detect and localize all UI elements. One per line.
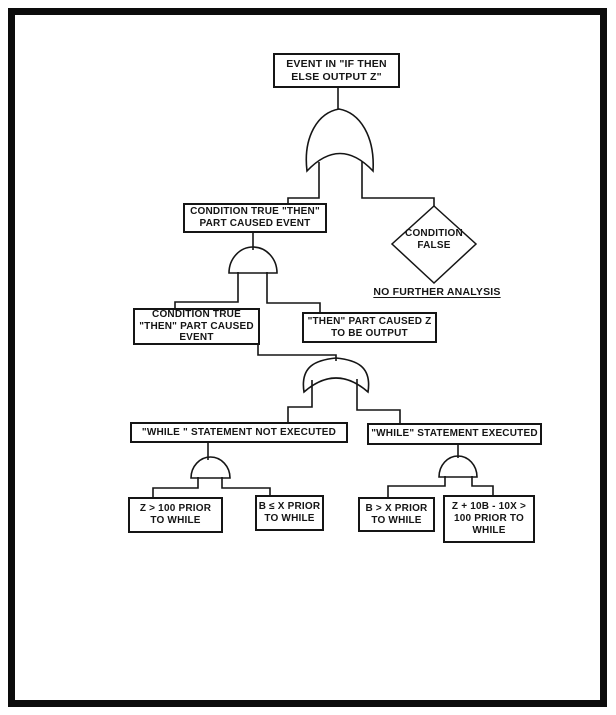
or-gate-1-icon <box>306 109 373 171</box>
while-executed-box: "WHILE" STATEMENT EXECUTED <box>367 423 542 445</box>
page-border <box>8 8 607 707</box>
connector-line <box>288 162 319 204</box>
connector-line <box>288 380 312 423</box>
condition-true-then-2-box: CONDITION TRUE "THEN" PART CAUSED EVENT <box>133 308 260 345</box>
while-not-executed-box: "WHILE " STATEMENT NOT EXECUTED <box>130 422 348 443</box>
z-expr-prior-box: Z + 10B - 10X > 100 PRIOR TO WHILE <box>443 495 535 543</box>
connector-line <box>362 161 434 207</box>
connector-line <box>472 476 493 496</box>
top-event-box: EVENT IN "IF THEN ELSE OUTPUT Z" <box>273 53 400 88</box>
connector-line <box>153 477 198 498</box>
and-gate-3-icon <box>439 456 477 477</box>
connector-line <box>175 272 238 309</box>
b-gt-x-prior-box: B > X PRIOR TO WHILE <box>358 497 435 532</box>
connector-line <box>388 476 445 498</box>
condition-true-then-box: CONDITION TRUE "THEN" PART CAUSED EVENT <box>183 203 327 233</box>
diamond-symbol <box>392 206 476 283</box>
connector-line <box>258 344 336 361</box>
connector-line <box>222 477 270 496</box>
or-gate-2-icon <box>303 358 368 392</box>
connector-line <box>267 272 320 313</box>
then-part-caused-z-box: "THEN" PART CAUSED Z TO BE OUTPUT <box>302 312 437 343</box>
condition-false-diamond-label: CONDITION FALSE <box>405 228 463 251</box>
no-further-analysis-note: NO FURTHER ANALYSIS <box>373 285 501 298</box>
z-gt-100-prior-box: Z > 100 PRIOR TO WHILE <box>128 497 223 533</box>
b-le-x-prior-box: B ≤ X PRIOR TO WHILE <box>255 495 324 531</box>
connector-line <box>357 379 400 424</box>
and-gate-1-icon <box>229 247 277 273</box>
and-gate-2-icon <box>191 457 230 478</box>
